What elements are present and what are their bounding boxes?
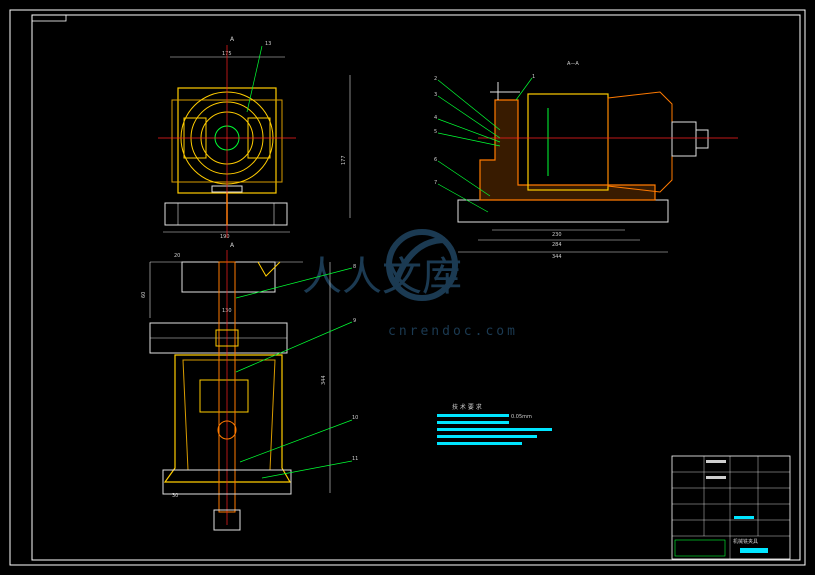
- dim-section-inner: 230: [552, 232, 562, 238]
- view-mark-a-bottom: A: [230, 242, 235, 249]
- bottom-handle: [213, 509, 241, 531]
- balloon-1: 1: [532, 74, 535, 80]
- balloon-13: 13: [265, 41, 271, 47]
- tapered-housing-inner: [182, 359, 276, 471]
- leader-11: [261, 460, 353, 479]
- leader-4: [437, 118, 501, 143]
- leader-2: [437, 79, 501, 131]
- balloon-6: 6: [434, 157, 437, 163]
- watermark: 人人文库 cnrendoc.com: [302, 229, 518, 339]
- base-plate-plan: [164, 202, 288, 226]
- pin-circle: [217, 420, 237, 440]
- leader-9: [235, 321, 353, 373]
- section-base: [457, 199, 669, 223]
- tech-req-line-1: [437, 414, 509, 417]
- tech-req-heading: 技 术 要 求: [452, 403, 482, 411]
- balloon-10: 10: [352, 415, 358, 421]
- section-view: A—A 230 284 344 1 2 3 4 5 6 7: [434, 61, 738, 260]
- tb-cell-fill-1: [706, 460, 726, 463]
- leader-3: [437, 95, 501, 139]
- tb-cell-fill-4: [740, 548, 768, 553]
- dim-right-height: 177: [341, 155, 347, 165]
- balloon-3: 3: [434, 92, 437, 98]
- leader-6: [437, 160, 491, 197]
- watermark-url: cnrendoc.com: [388, 324, 518, 339]
- spindle-housing: [527, 93, 609, 191]
- tb-drawing-name: 机械铣夹具: [733, 538, 758, 545]
- leader-13: [246, 45, 263, 113]
- balloon-7: 7: [434, 180, 437, 186]
- leader-8: [235, 267, 353, 299]
- tech-req-line-4: [437, 435, 537, 438]
- spindle-tip: [695, 129, 709, 149]
- leader-5: [437, 132, 501, 147]
- dim-section-overall: 344: [552, 254, 562, 260]
- front-base: [162, 469, 292, 495]
- top-view: 175 177 190 A A 13: [158, 36, 351, 249]
- balloon-9: 9: [353, 318, 356, 324]
- watermark-text: 人人文库: [302, 254, 462, 300]
- outer-frame: [9, 9, 806, 566]
- view-mark-a-top: A: [230, 36, 235, 43]
- tapered-housing: [163, 354, 292, 483]
- leader-7: [437, 183, 489, 213]
- leader-10: [239, 419, 353, 463]
- spindle-nose: [671, 121, 697, 157]
- spindle-flange: [607, 91, 673, 193]
- tech-req-line-5: [437, 442, 522, 445]
- tech-req-line-3: [437, 428, 552, 431]
- balloon-4: 4: [434, 115, 437, 121]
- dim-front-pitch: 20: [174, 253, 180, 259]
- dim-front-overall: 344: [321, 375, 327, 385]
- tb-cell-fill-3: [734, 516, 754, 519]
- dim-section-mid: 284: [552, 242, 562, 248]
- tech-req-line-2: [437, 421, 509, 424]
- inner-frame: [31, 14, 801, 561]
- balloon-8: 8: [353, 264, 356, 270]
- angle-bracket: [479, 99, 656, 201]
- housing-window: [199, 379, 249, 413]
- balloon-11: 11: [352, 456, 358, 462]
- tech-req-note: 0.05mm: [511, 414, 532, 420]
- screw-nut: [215, 329, 239, 347]
- title-block: 机械铣夹具: [671, 455, 791, 560]
- front-view: 130 60 344 30 20 8 9 10 11: [141, 250, 358, 531]
- dim-front-left-height: 60: [141, 292, 147, 298]
- dim-front-bottom: 30: [172, 493, 178, 499]
- title-block-frame: [671, 455, 791, 560]
- dim-bottom-width: 190: [220, 234, 230, 240]
- tb-cell-fill-2: [706, 476, 726, 479]
- balloon-5: 5: [434, 129, 437, 135]
- balloon-2: 2: [434, 76, 437, 82]
- v-groove: [257, 261, 281, 277]
- tb-green-zone: [674, 539, 726, 557]
- watermark-logo-ring: [386, 229, 458, 301]
- technical-requirements: 技 术 要 求 0.05mm: [437, 403, 552, 445]
- frame-corner-box: [31, 14, 67, 22]
- watermark-logo-swoosh: [392, 237, 446, 286]
- leader-1: [515, 77, 533, 101]
- section-label: A—A: [567, 61, 579, 67]
